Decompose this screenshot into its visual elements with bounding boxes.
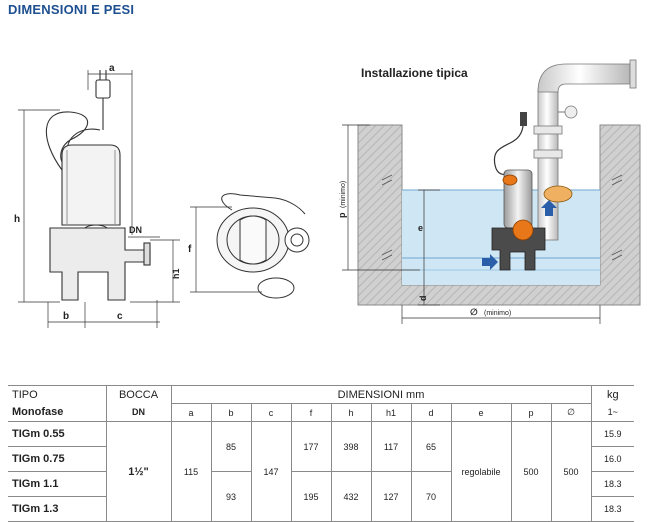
specs-table: TIPO BOCCA DIMENSIONI mm kg Monofase DN … — [8, 385, 634, 522]
installation-view — [357, 59, 641, 306]
label-diameter-note: (minimo) — [484, 310, 511, 317]
header-kg: kg — [590, 385, 634, 404]
value-f-group2: 195 — [290, 471, 332, 522]
value-kg: 18.3 — [590, 496, 634, 522]
header-dimensioni: DIMENSIONI mm — [170, 385, 592, 404]
col-f: f — [290, 403, 332, 422]
label-d: d — [418, 296, 428, 302]
value-c: 147 — [250, 421, 292, 522]
header-tipo: TIPO — [8, 385, 107, 404]
value-kg: 18.3 — [590, 471, 634, 497]
value-dia: 500 — [550, 421, 592, 522]
header-phase: 1~ — [590, 403, 634, 422]
pump-side-view — [45, 70, 151, 301]
col-d: d — [410, 403, 452, 422]
value-h1-group2: 127 — [370, 471, 412, 522]
bocca-value: 1½" — [105, 421, 172, 522]
col-a: a — [170, 403, 212, 422]
value-kg: 16.0 — [590, 446, 634, 472]
label-e: e — [418, 223, 423, 233]
label-h1: h1 — [171, 268, 181, 279]
label-p: p — [337, 212, 347, 218]
table-row: TIGm 1.3 18.3 — [8, 496, 634, 522]
value-e: regolabile — [450, 421, 512, 522]
value-h1-group1: 117 — [370, 421, 412, 472]
installation-title: Installazione tipica — [361, 66, 468, 80]
side-dimension-lines — [18, 70, 180, 328]
col-p: p — [510, 403, 552, 422]
label-a: a — [109, 63, 115, 74]
value-f-group1: 177 — [290, 421, 332, 472]
label-h: h — [14, 214, 20, 225]
value-kg: 15.9 — [590, 421, 634, 447]
col-e: e — [450, 403, 512, 422]
value-b-group1: 85 — [210, 421, 252, 472]
label-b: b — [63, 311, 69, 322]
value-h-group1: 398 — [330, 421, 372, 472]
table-row: TIGm 0.55 1½" 115 85 147 177 398 117 65 … — [8, 421, 634, 522]
table-row: TIGm 0.75 16.0 — [8, 446, 634, 472]
label-c: c — [117, 311, 123, 322]
pump-top-view — [216, 193, 310, 299]
value-b-group2: 93 — [210, 471, 252, 522]
col-b: b — [210, 403, 252, 422]
label-dn: DN — [129, 225, 142, 235]
top-dimension-lines — [190, 206, 262, 293]
model-name: TIGm 1.1 — [8, 471, 107, 497]
value-p: 500 — [510, 421, 552, 522]
header-dn: DN — [105, 403, 172, 422]
value-h-group2: 432 — [330, 471, 372, 522]
label-diameter: ∅ — [470, 308, 478, 318]
header-row-1: TIPO BOCCA DIMENSIONI mm kg — [8, 385, 634, 404]
model-name: TIGm 1.3 — [8, 496, 107, 522]
col-h: h — [330, 403, 372, 422]
label-p-note: (minimo) — [340, 181, 347, 208]
header-row-2: Monofase DN a b c f h h1 d e p ∅ 1~ — [8, 403, 634, 422]
col-h1: h1 — [370, 403, 412, 422]
value-d-group2: 70 — [410, 471, 452, 522]
technical-drawing: a h DN h1 b c f — [14, 59, 641, 328]
col-dia: ∅ — [550, 403, 592, 422]
model-name: TIGm 0.55 — [8, 421, 107, 447]
model-name: TIGm 0.75 — [8, 446, 107, 472]
installation-dimension-lines — [342, 124, 601, 324]
value-a: 115 — [170, 421, 212, 522]
table-row: TIGm 1.1 93 195 432 127 70 18.3 — [8, 471, 634, 522]
page-title: DIMENSIONI E PESI — [8, 2, 135, 17]
header-monofase: Monofase — [8, 403, 107, 422]
col-c: c — [250, 403, 292, 422]
label-f: f — [188, 244, 192, 255]
header-bocca: BOCCA — [105, 385, 172, 404]
value-d-group1: 65 — [410, 421, 452, 472]
